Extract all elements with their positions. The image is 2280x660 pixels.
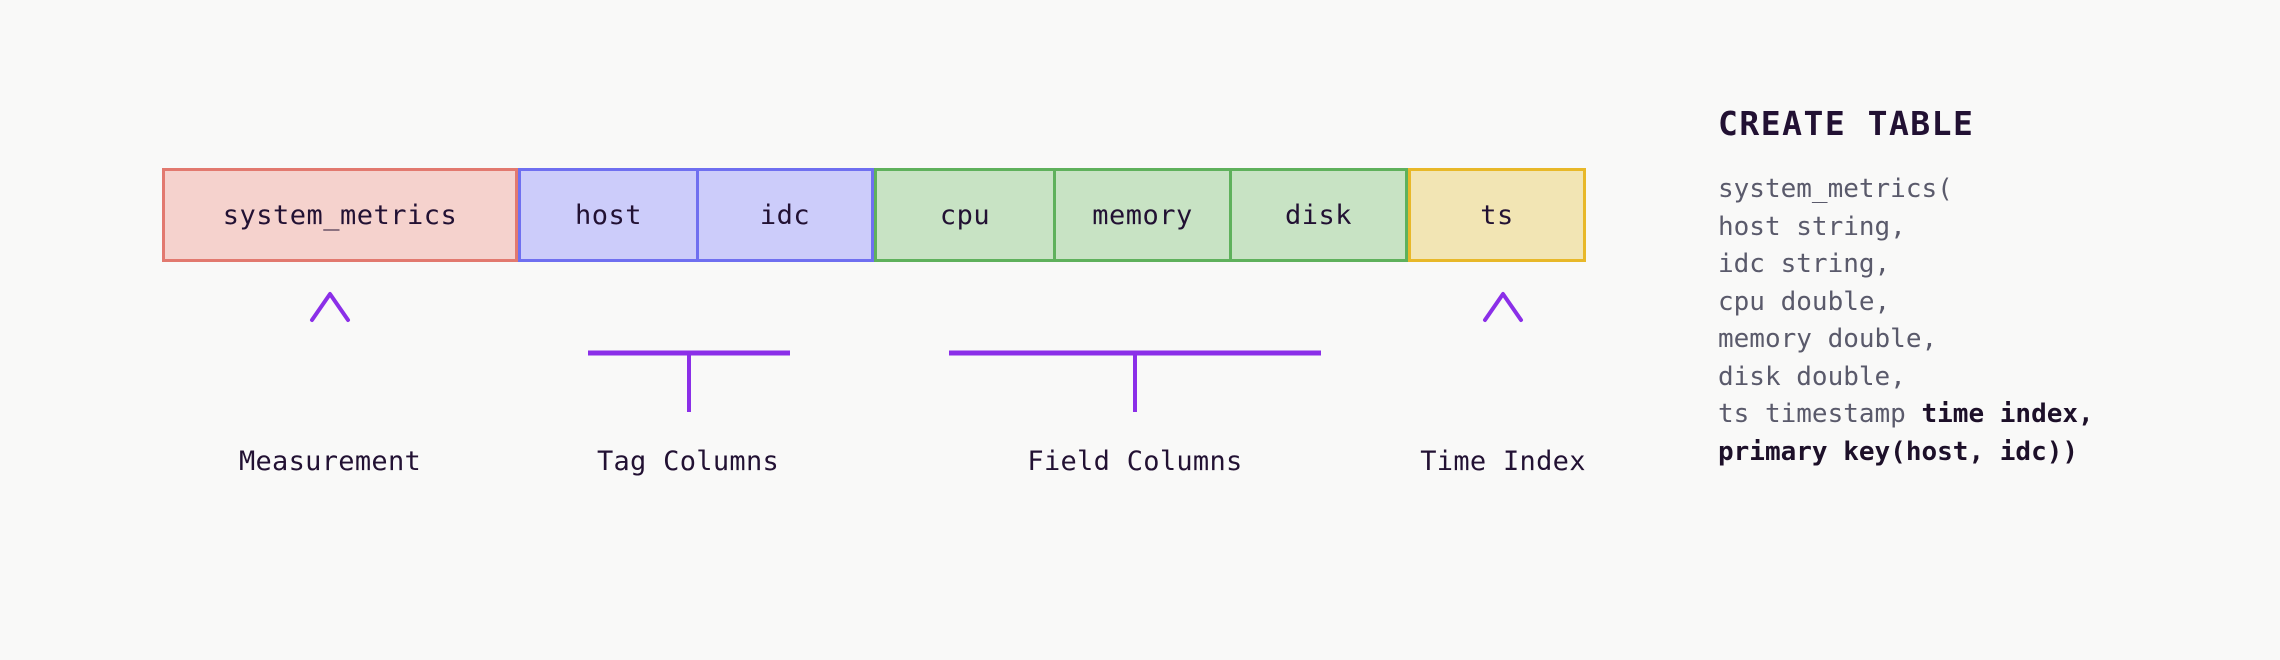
- schema-cell-ts[interactable]: ts: [1411, 171, 1583, 259]
- annotation-label-field-columns: Field Columns: [1027, 446, 1243, 477]
- sql-line: idc string,: [1718, 246, 2238, 284]
- sql-line: host string,: [1718, 209, 2238, 247]
- sql-keyword: time index,: [1921, 399, 2094, 429]
- schema-cell-host[interactable]: host: [521, 171, 696, 259]
- sql-text: host string,: [1718, 211, 1906, 242]
- sql-line: primary key(host, idc)): [1718, 434, 2238, 472]
- annotation-label-tag-columns: Tag Columns: [596, 446, 780, 477]
- tag-columns-bracket-marker: [588, 296, 790, 412]
- column-group-time: ts: [1408, 168, 1586, 262]
- schema-cell-disk[interactable]: disk: [1229, 171, 1405, 259]
- schema-cell-idc[interactable]: idc: [696, 171, 871, 259]
- annotation-label-measurement: Measurement: [238, 446, 422, 477]
- sql-text: ts timestamp: [1718, 399, 1922, 429]
- sql-text: memory double,: [1718, 324, 1938, 354]
- sql-text: cpu double,: [1718, 286, 1891, 317]
- sql-line: cpu double,: [1718, 284, 2238, 322]
- sql-line: ts timestamp time index,: [1718, 396, 2238, 434]
- create-table-statement: system_metrics(host string, idc string, cp…: [1718, 171, 2238, 471]
- sql-text: disk double,: [1718, 361, 1906, 392]
- create-table-panel: CREATE TABLE system_metrics(host string,…: [1718, 104, 2238, 471]
- field-columns-bracket-marker: [949, 296, 1321, 412]
- sql-text: idc string,: [1718, 249, 1891, 279]
- sql-text: system_metrics(: [1718, 174, 1953, 204]
- schema-cell-system_metrics[interactable]: system_metrics: [165, 171, 515, 259]
- measurement-arrow-marker: [310, 292, 350, 412]
- sql-line: system_metrics(: [1718, 171, 2238, 209]
- column-group-measurement: system_metrics: [162, 168, 518, 262]
- annotation-label-time-index: Time Index: [1420, 446, 1586, 477]
- sql-keyword: primary key(host, idc)): [1718, 436, 2079, 467]
- time-index-arrow-marker: [1483, 292, 1523, 412]
- sql-line: memory double,: [1718, 321, 2238, 359]
- schema-cell-memory[interactable]: memory: [1053, 171, 1229, 259]
- create-table-heading: CREATE TABLE: [1718, 104, 1975, 143]
- schema-cell-cpu[interactable]: cpu: [877, 171, 1053, 259]
- sql-line: disk double,: [1718, 359, 2238, 397]
